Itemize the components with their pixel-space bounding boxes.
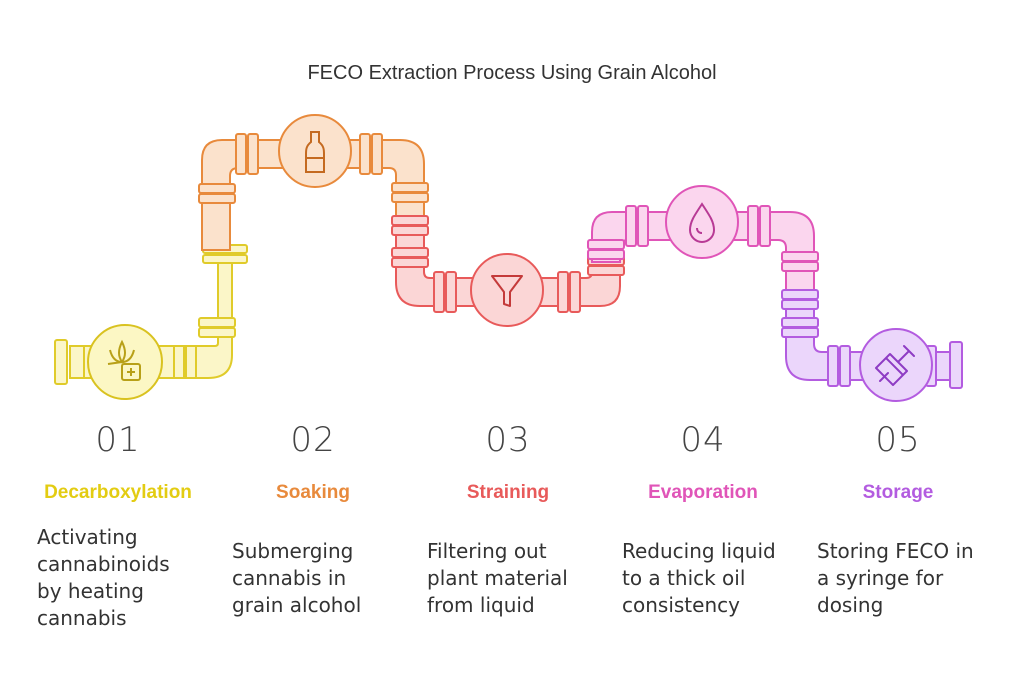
funnel-icon xyxy=(470,253,544,327)
step-number: 03 xyxy=(485,420,531,460)
step-description: Activating cannabinoids by heating canna… xyxy=(37,525,170,630)
syringe-icon xyxy=(859,328,933,402)
step-label: Soaking xyxy=(276,482,350,503)
step-label: Storage xyxy=(862,482,934,503)
step-description: Filtering out plant material from liquid xyxy=(427,539,568,617)
step-label: Evaporation xyxy=(648,482,758,503)
step-number: 05 xyxy=(875,420,921,460)
step-description: Reducing liquid to a thick oil consisten… xyxy=(622,539,776,617)
step-evaporation: 04 Evaporation Reducing liquid to a thic… xyxy=(608,420,798,619)
step-description: Storing FECO in a syringe for dosing xyxy=(817,539,974,617)
step-storage: 05 Storage Storing FECO in a syringe for… xyxy=(803,420,993,619)
step-label: Decarboxylation xyxy=(44,482,192,503)
step-soaking: 02 Soaking Submerging cannabis in grain … xyxy=(218,420,408,619)
step-label: Straining xyxy=(466,482,550,503)
pipeline-diagram xyxy=(54,114,963,402)
page-title: FECO Extraction Process Using Grain Alco… xyxy=(307,62,717,84)
cannabis-medical-kit-icon xyxy=(87,324,163,400)
step-decarboxylation: 01 Decarboxylation Activating cannabinoi… xyxy=(23,420,213,632)
step-number: 02 xyxy=(290,420,336,460)
bottle-icon xyxy=(278,114,352,188)
droplet-icon xyxy=(665,185,739,259)
step-number: 04 xyxy=(680,420,726,460)
step-description: Submerging cannabis in grain alcohol xyxy=(232,539,362,617)
step-straining: 03 Straining Filtering out plant materia… xyxy=(413,420,603,619)
step-number: 01 xyxy=(95,420,141,460)
